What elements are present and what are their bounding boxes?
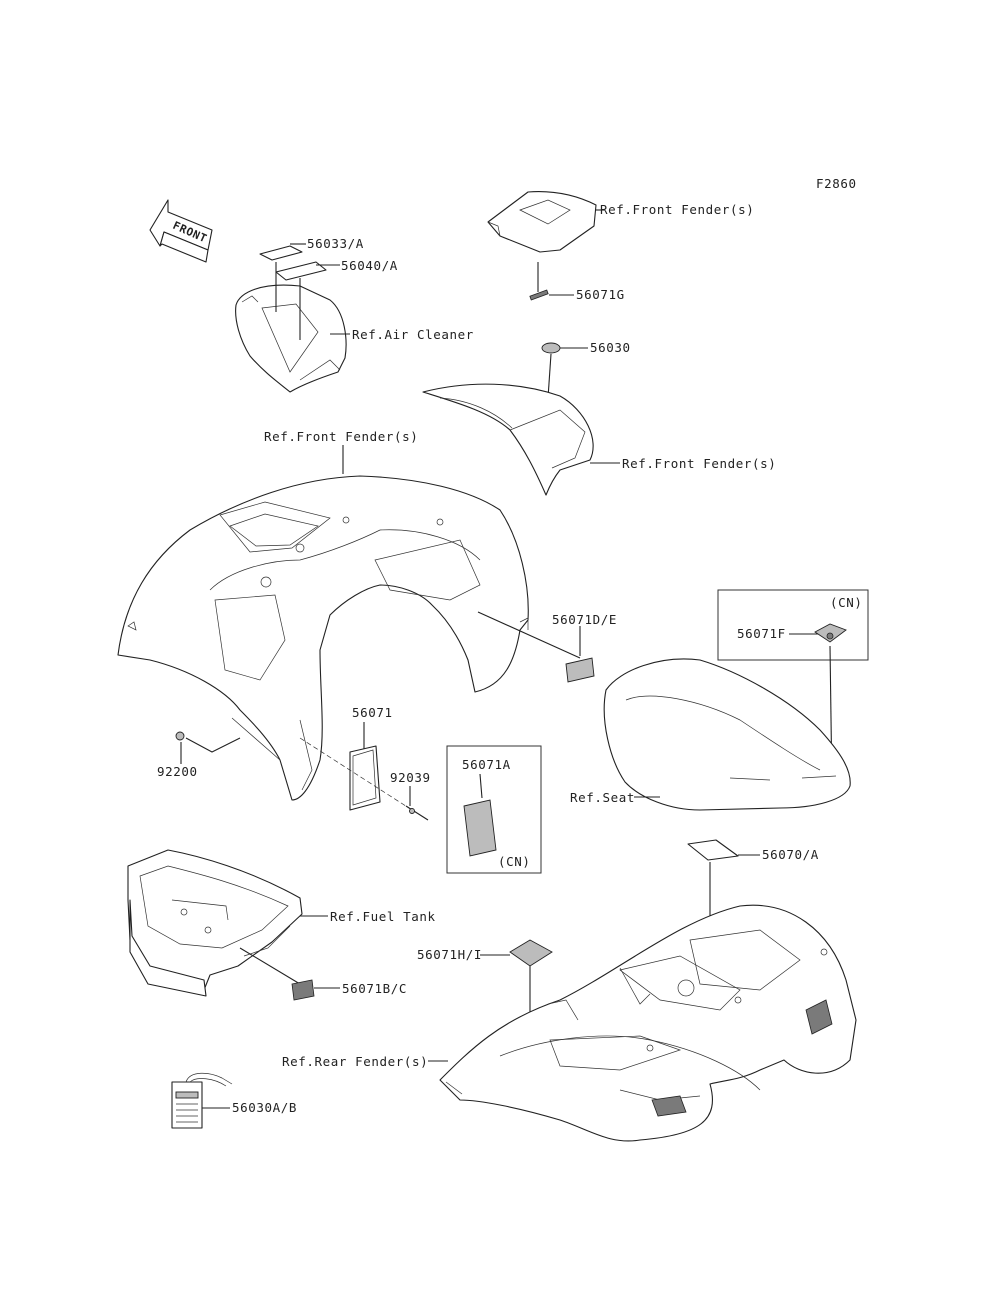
seat (603, 658, 851, 811)
callout-ref-front-fender-main: Ref.Front Fender(s) (264, 429, 418, 444)
fender-top-cover (487, 191, 604, 301)
rivet-92039 (405, 805, 429, 821)
callout-56071: 56071 (352, 705, 393, 720)
callout-ref-fuel-tank: Ref.Fuel Tank (330, 909, 436, 924)
callout-56071f: 56071F (737, 626, 786, 641)
clip-92200 (175, 731, 185, 741)
label-56071-sheet (349, 745, 381, 811)
label-56071g-sheet (529, 289, 549, 301)
callout-ref-rear-fender: Ref.Rear Fender(s) (282, 1054, 428, 1069)
callout-56071a: 56071A (462, 757, 511, 772)
label-56071a-sheet (463, 799, 497, 857)
cn-box-56071a (446, 745, 542, 874)
callout-56071hi: 56071H/I (417, 947, 482, 962)
label-56033a-sheet (259, 245, 303, 261)
callout-92039: 92039 (390, 770, 431, 785)
callout-ref-front-fender-top: Ref.Front Fender(s) (600, 202, 754, 217)
callout-ref-air-cleaner: Ref.Air Cleaner (352, 327, 474, 342)
inner-fender-panel (422, 342, 620, 496)
callout-56071de: 56071D/E (552, 612, 617, 627)
label-56071bc-sheet (291, 979, 315, 1001)
hang-tag-56030ab (171, 1072, 233, 1129)
callout-56033a: 56033/A (307, 236, 364, 251)
callout-56071g: 56071G (576, 287, 625, 302)
air-cleaner-cover (235, 243, 350, 393)
front-fender-main (117, 475, 529, 801)
cn-box-56071f (717, 589, 869, 661)
figure-code: F2860 (816, 176, 857, 191)
rear-fender (439, 904, 857, 1142)
label-56071hi-sheet (509, 939, 553, 967)
callout-56030: 56030 (590, 340, 631, 355)
cn-note-1: (CN) (498, 854, 531, 869)
fuel-tank-cover (127, 849, 328, 997)
callout-56071bc: 56071B/C (342, 981, 407, 996)
label-56040a-sheet (275, 261, 327, 281)
label-56070a-sheet (687, 839, 739, 861)
label-56071de-sheet (565, 657, 595, 683)
callout-ref-seat: Ref.Seat (570, 790, 635, 805)
front-arrow-icon: FRONT (149, 199, 213, 263)
cn-note-2: (CN) (830, 595, 863, 610)
callout-92200: 92200 (157, 764, 198, 779)
grommet-56030 (541, 342, 561, 354)
callout-56030ab: 56030A/B (232, 1100, 297, 1115)
callout-56070a: 56070/A (762, 847, 819, 862)
callout-56040a: 56040/A (341, 258, 398, 273)
callout-ref-front-fender-mid: Ref.Front Fender(s) (622, 456, 776, 471)
